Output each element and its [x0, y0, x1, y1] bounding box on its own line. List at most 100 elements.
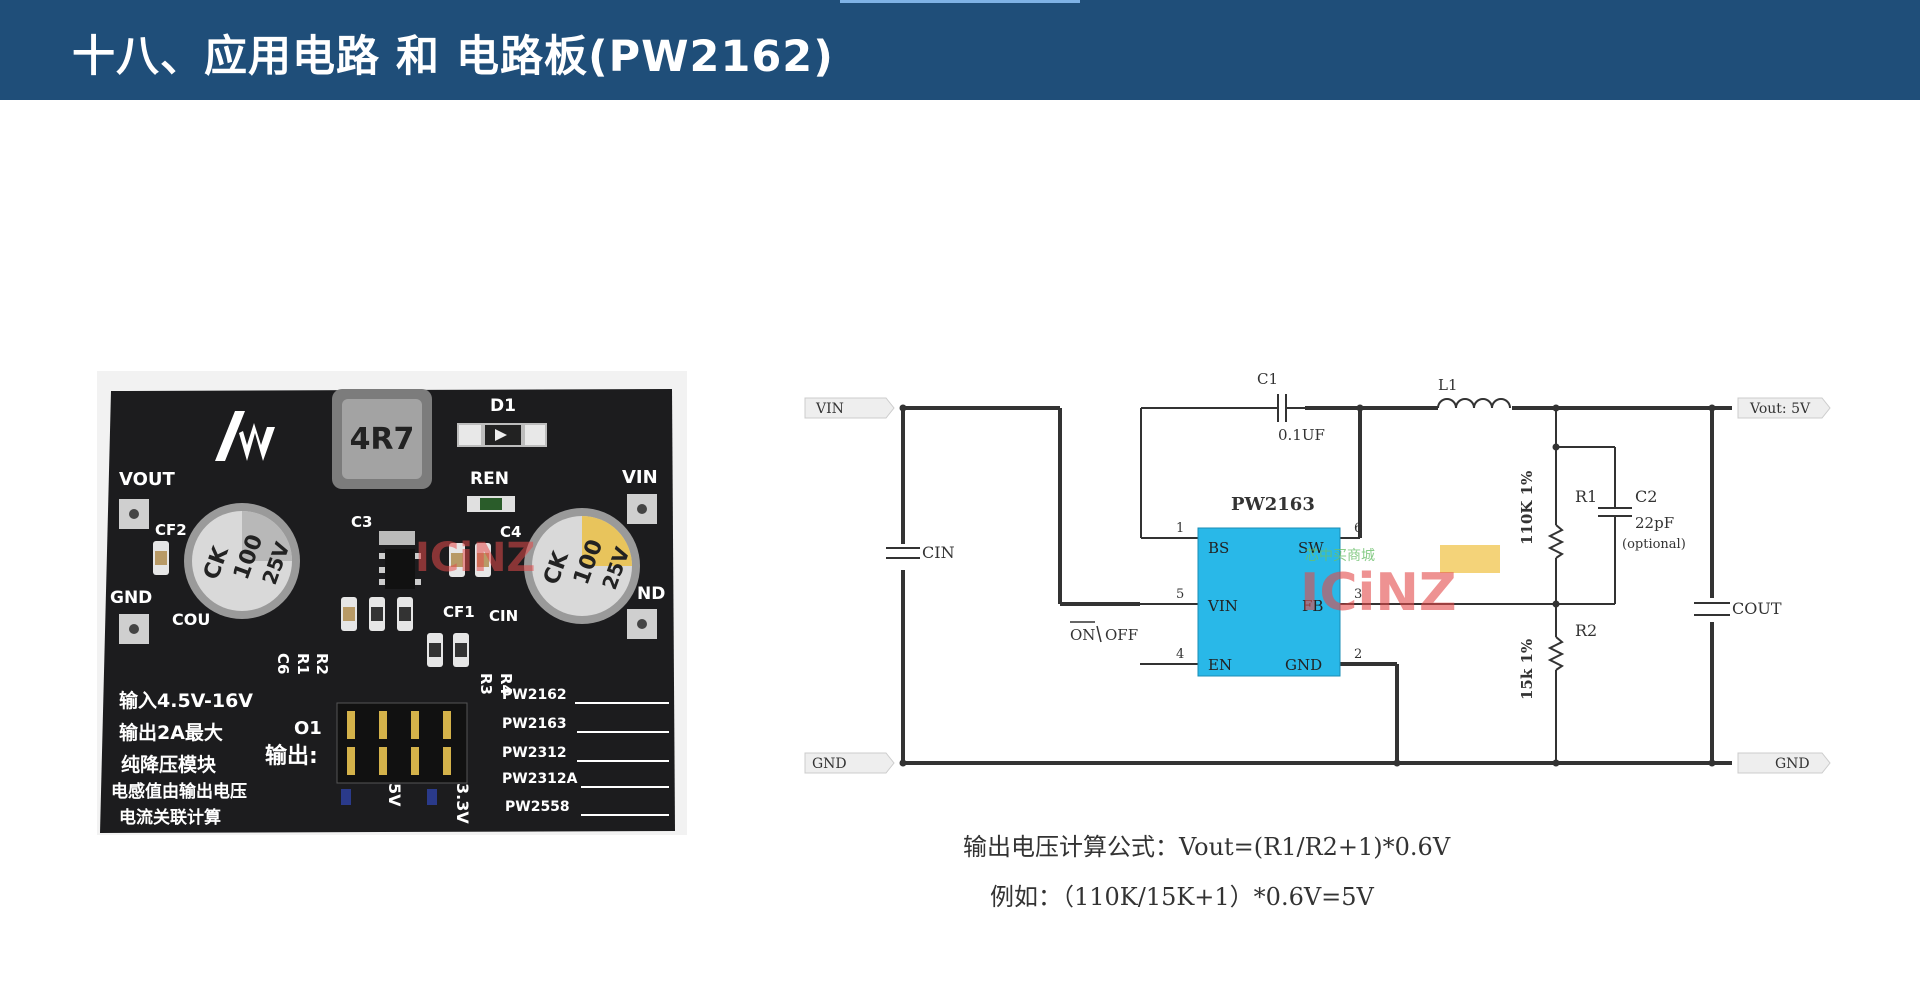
port-vin-label: VIN — [815, 401, 844, 417]
label-l1: L1 — [1438, 376, 1458, 394]
label-cin: CIN — [489, 607, 518, 625]
label-r2-value: 15k 1% — [1518, 639, 1536, 700]
pad-vout — [119, 499, 149, 529]
circuit-board-photo: 4R7 D1 REN VOUT VIN GND ND CF2 COU C3 C4… — [97, 371, 687, 835]
pin-bs-name: BS — [1208, 539, 1229, 557]
watermark-subtext: 芯中买商城 — [1305, 548, 1375, 564]
chip-pw2558: PW2558 — [505, 799, 570, 815]
led — [480, 498, 502, 510]
chip-pw2162: PW2162 — [502, 687, 567, 703]
port-vin: VIN — [804, 397, 895, 419]
label-vin: VIN — [622, 467, 658, 488]
port-gnd-right: GND — [1737, 752, 1831, 774]
diode-d1 — [457, 423, 547, 447]
label-r3: R3 — [477, 673, 495, 695]
page-title: 十八、应用电路 和 电路板(PW2162) — [72, 32, 834, 82]
pin-header — [336, 702, 468, 805]
output-capacitor: CK 100 25V — [184, 503, 300, 619]
pcb — [100, 389, 675, 833]
label-r1-value: 110K 1% — [1518, 471, 1536, 545]
watermark-text: ICiNZ — [1300, 563, 1457, 623]
chip-pw2312a: PW2312A — [502, 771, 578, 787]
pin-3-number: 3 — [1354, 587, 1362, 602]
pin-1-number: 1 — [1176, 521, 1184, 536]
chip-list: PW2162 PW2163 PW2312 PW2312A PW2558 — [502, 687, 669, 816]
resistor-r1 — [1547, 524, 1565, 559]
label-c2: C2 — [1635, 487, 1657, 506]
port-vout: Vout: 5V — [1737, 397, 1831, 419]
label-ren: REN — [470, 469, 509, 489]
ic-name: PW2163 — [1231, 494, 1315, 515]
formula-text: 输出电压计算公式：Vout=(R1/R2+1)*0.6V — [963, 833, 1451, 861]
ic-pw2163 — [1197, 527, 1341, 677]
capacitor-c1 — [1262, 394, 1305, 422]
label-cout: COUT — [1732, 599, 1782, 618]
pad-vin — [627, 494, 657, 524]
port-gnd-left-label: GND — [812, 756, 847, 772]
label-cf1: CF1 — [443, 603, 475, 621]
resistor-r2 — [1547, 636, 1565, 671]
page-header: 十八、应用电路 和 电路板(PW2162) — [0, 0, 1920, 100]
spec-current-note: 电流关联计算 — [119, 807, 221, 828]
label-c4: C4 — [500, 523, 521, 541]
label-output: 输出: — [265, 743, 318, 769]
label-vout: VOUT — [119, 469, 176, 490]
wires — [900, 406, 1732, 765]
capacitor-c2 — [1598, 507, 1632, 517]
label-c1-value: 0.1UF — [1278, 426, 1325, 444]
brand-logo — [215, 411, 275, 461]
pin-fb-name: FB — [1302, 597, 1323, 615]
label-r1: R1 — [1575, 487, 1597, 506]
pin-5-number: 5 — [1176, 587, 1184, 602]
label-nd: ND — [637, 584, 665, 604]
pin-sw-name: SW — [1298, 539, 1324, 557]
label-r4: R4 — [497, 673, 515, 695]
port-vout-label: Vout: 5V — [1749, 401, 1811, 417]
label-cf2: CF2 — [155, 521, 187, 539]
chip-pw2163: PW2163 — [502, 716, 567, 732]
label-off: OFF — [1105, 626, 1138, 644]
label-3v3: 3.3V — [453, 783, 472, 824]
board-watermark: ICiNZ — [415, 535, 535, 581]
inductor-label: 4R7 — [350, 422, 415, 457]
port-gnd-left: GND — [804, 752, 895, 774]
spec-type: 纯降压模块 — [121, 753, 217, 776]
on-off-separator — [1096, 625, 1102, 643]
inductor-4r7: 4R7 — [332, 389, 432, 489]
pad-gnd — [119, 614, 149, 644]
label-r1: R1 — [294, 653, 312, 675]
label-cin: CIN — [922, 543, 955, 562]
label-d1: D1 — [490, 396, 516, 416]
pin-en-name: EN — [1208, 656, 1232, 674]
pin-2-number: 2 — [1354, 647, 1362, 662]
label-r2: R2 — [313, 653, 331, 675]
example-text: 例如：（110K/15K+1）*0.6V=5V — [990, 883, 1374, 911]
label-on: ON — [1070, 626, 1095, 644]
smd-parts — [153, 531, 491, 667]
capacitor-cin — [886, 547, 920, 559]
label-c6: C6 — [274, 653, 292, 674]
label-r2: R2 — [1575, 621, 1597, 640]
label-c3: C3 — [351, 513, 372, 531]
label-gnd: GND — [110, 588, 152, 608]
pad-gnd-right — [627, 609, 657, 639]
label-c2-note: (optional) — [1622, 537, 1686, 552]
application-circuit-schematic: VIN GND Vout: 5V GND C1 0.1UF L1 CIN COU… — [804, 370, 1831, 774]
spec-output: 输出2A最大 — [119, 721, 223, 744]
chip-pw2312: PW2312 — [502, 745, 567, 761]
input-capacitor: CK 100 25V — [524, 508, 640, 624]
pin-4-number: 4 — [1176, 647, 1184, 662]
pin-gnd-name: GND — [1285, 656, 1322, 674]
watermark-bar — [1440, 545, 1500, 573]
label-c2-value: 22pF — [1635, 514, 1674, 532]
header-accent — [840, 0, 1080, 3]
junctions — [899, 404, 1716, 767]
label-cou: COU — [172, 610, 210, 629]
port-gnd-right-label: GND — [1775, 756, 1810, 772]
capacitor-cout — [1694, 602, 1730, 616]
label-o1: O1 — [294, 718, 322, 739]
spec-input: 输入4.5V-16V — [119, 689, 253, 712]
pin-6-number: 6 — [1354, 521, 1362, 536]
label-c1: C1 — [1257, 370, 1278, 388]
label-5v: 5V — [385, 783, 404, 807]
